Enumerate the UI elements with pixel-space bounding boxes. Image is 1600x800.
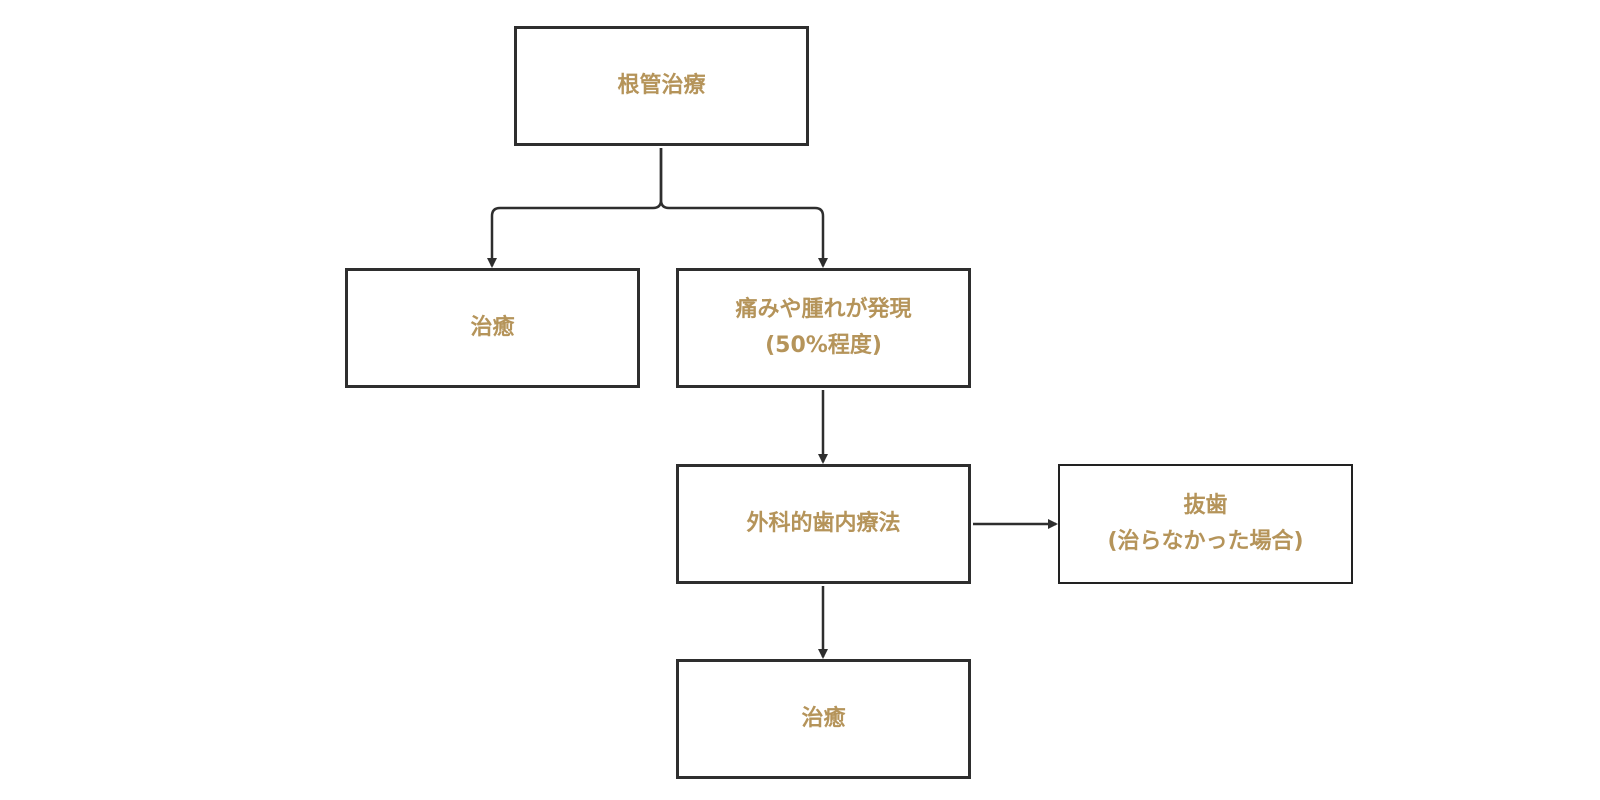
edge-root-to-cure-left (487, 148, 663, 268)
node-cure-bottom: 治癒 (676, 659, 971, 779)
node-cure-left: 治癒 (345, 268, 640, 388)
node-label: 治癒 (470, 315, 515, 340)
node-sublabel: (治らなかった場合) (1107, 529, 1304, 554)
node-label: 外科的歯内療法 (746, 511, 901, 536)
node-label: 根管治療 (617, 73, 706, 98)
node-label: 痛みや腫れが発現 (735, 297, 912, 322)
node-root-canal-treatment: 根管治療 (514, 26, 809, 146)
node-surgical-endodontics: 外科的歯内療法 (676, 464, 971, 584)
node-tooth-extraction: 抜歯 (治らなかった場合) (1058, 464, 1353, 584)
edge-root-to-symptoms (659, 148, 828, 268)
node-label: 抜歯 (1183, 493, 1228, 518)
node-label: 治癒 (801, 706, 846, 731)
node-sublabel: (50%程度) (765, 333, 882, 358)
node-pain-swelling: 痛みや腫れが発現 (50%程度) (676, 268, 971, 388)
